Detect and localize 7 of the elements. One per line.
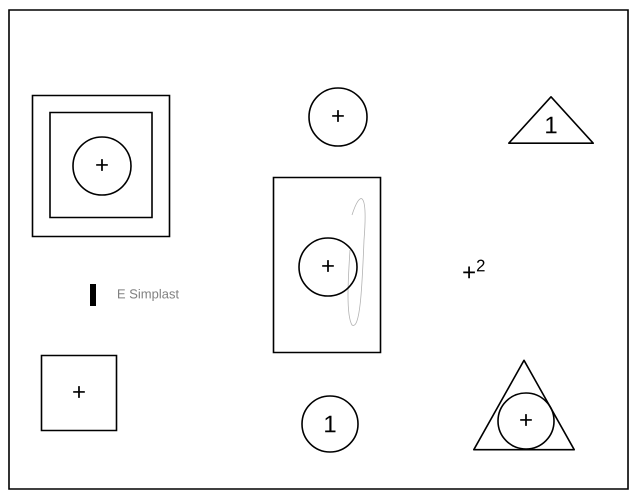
square-box xyxy=(32,94,170,238)
handwritten-note: E Simplast xyxy=(118,288,179,302)
plus-sign-label: +$^{2}$ xyxy=(463,260,485,278)
square-box xyxy=(272,176,382,354)
square-box xyxy=(49,112,153,218)
triangle-symbol xyxy=(473,360,575,450)
square-box: + xyxy=(40,354,118,432)
